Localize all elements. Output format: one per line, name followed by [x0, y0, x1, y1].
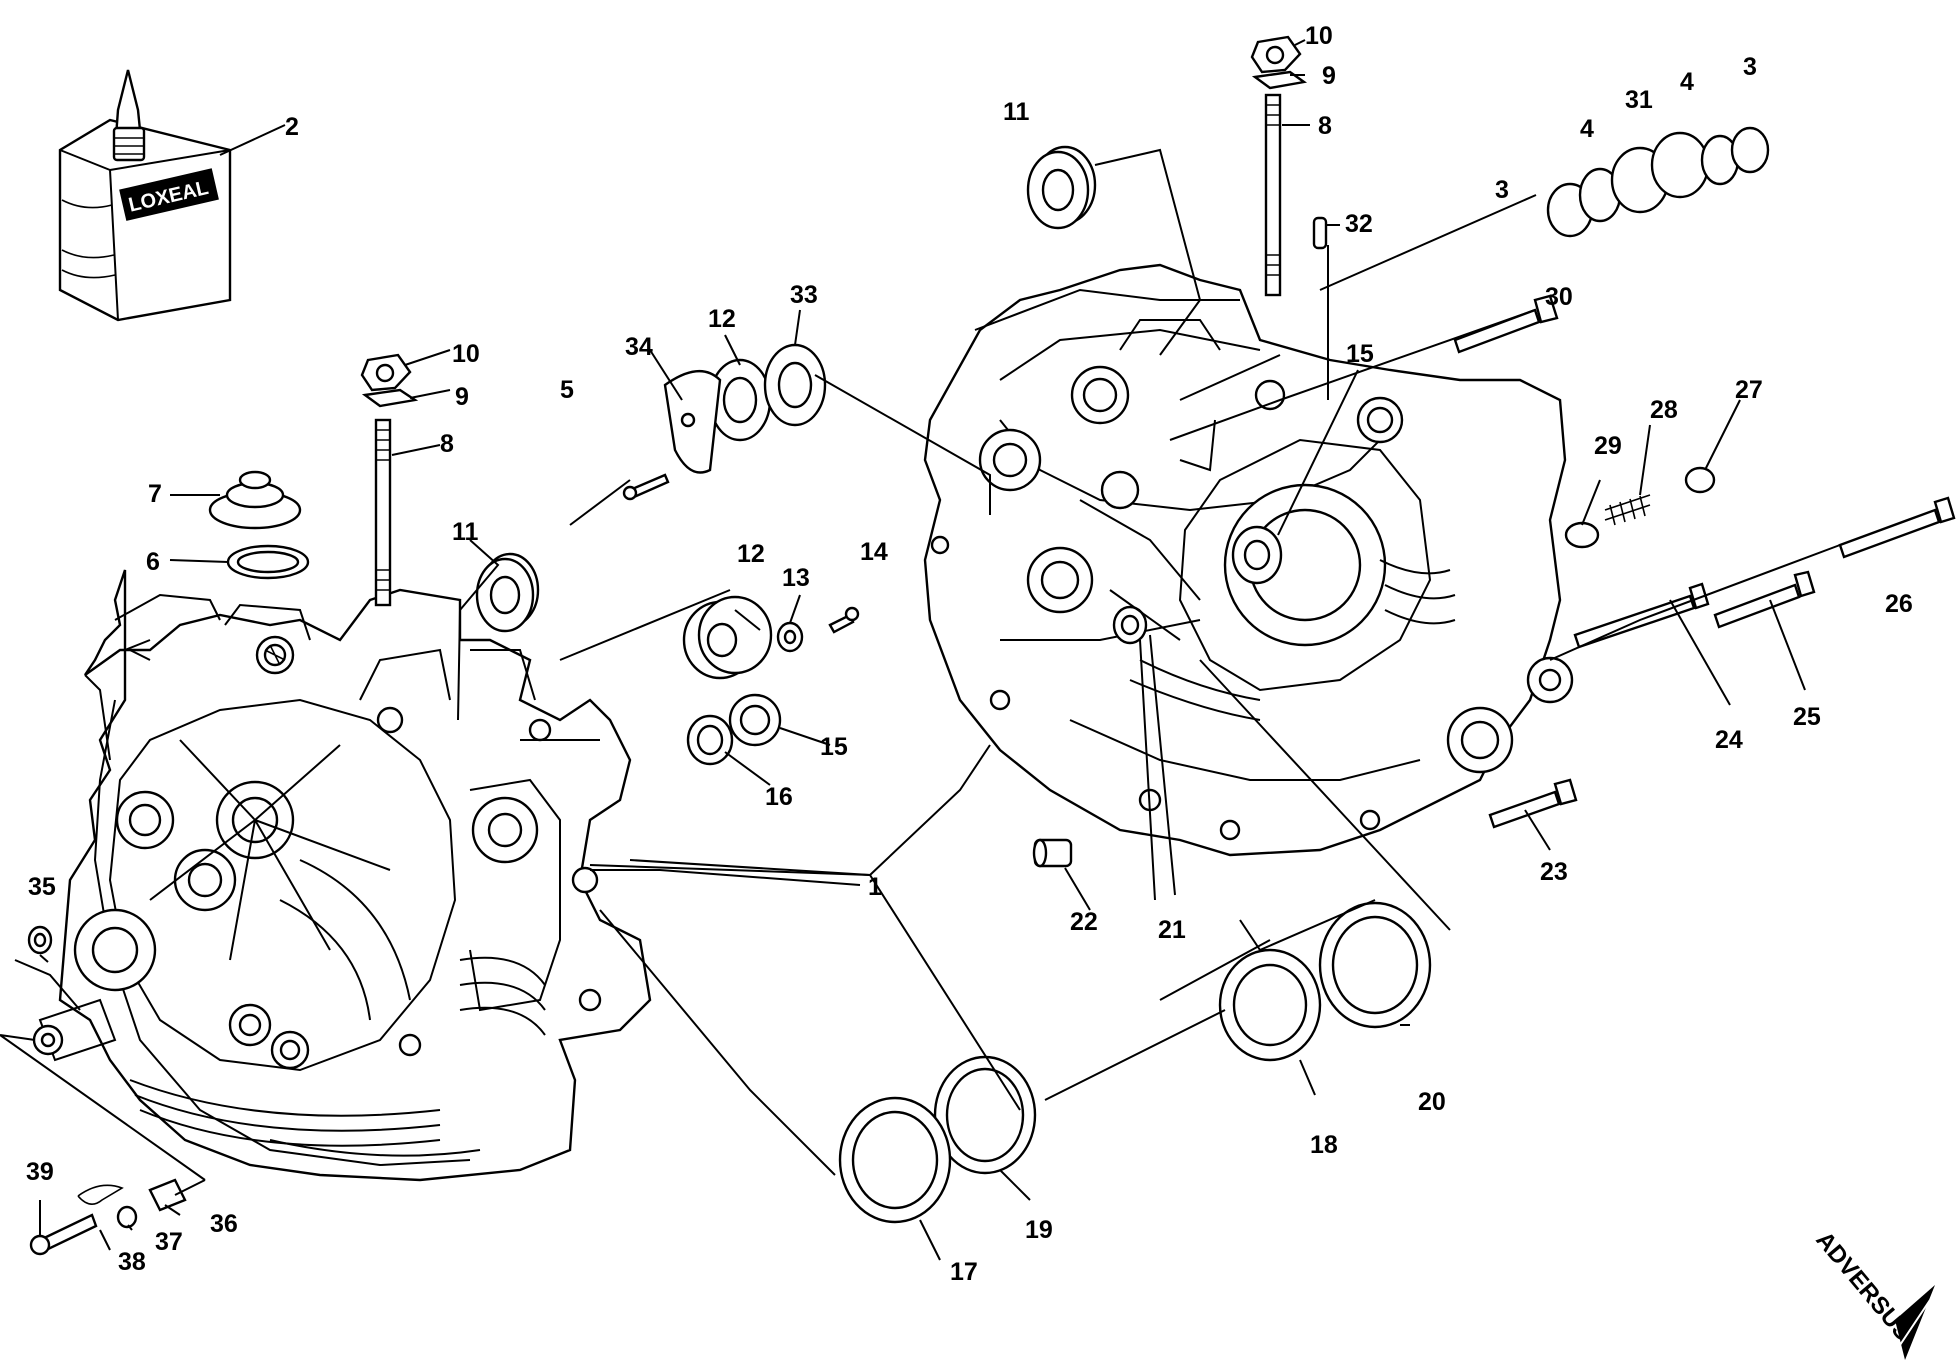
left-crankcase-half [32, 569, 652, 1182]
callout-34: 34 [625, 333, 653, 361]
sealant-bottle: LOXEAL [58, 69, 232, 322]
callout-37: 37 [155, 1228, 183, 1256]
callout-7: 7 [148, 480, 162, 508]
dowel-22 [1032, 838, 1073, 868]
bushing-21 [1112, 605, 1148, 645]
main-bearings-18-20 [1218, 901, 1432, 1062]
breather-assembly [208, 470, 310, 580]
bolt-30 [1453, 294, 1559, 354]
dowel-32 [1312, 216, 1328, 250]
bolt-26 [1838, 496, 1956, 559]
seal-15-16 [686, 693, 782, 766]
callout-12: 12 [737, 540, 765, 568]
main-bearings-17-19 [838, 1055, 1037, 1224]
callout-24: 24 [1715, 726, 1743, 754]
callout-8: 8 [1318, 112, 1332, 140]
bearing-11-left [475, 552, 540, 633]
callout-14: 14 [860, 538, 888, 566]
callout-8: 8 [440, 430, 454, 458]
callout-3: 3 [1743, 53, 1757, 81]
callout-9: 9 [1322, 62, 1336, 90]
callout-11: 11 [452, 518, 479, 546]
callout-36: 36 [210, 1210, 238, 1238]
callout-26: 26 [1885, 590, 1913, 618]
callout-4: 4 [1680, 68, 1694, 96]
callout-32: 32 [1345, 210, 1373, 238]
callout-30: 30 [1545, 283, 1573, 311]
bearing-12-lower [682, 595, 773, 680]
callout-13: 13 [782, 564, 810, 592]
callout-12: 12 [708, 305, 736, 333]
leader-lines [0, 39, 1841, 1261]
callout-15: 15 [820, 733, 848, 761]
bearing-11-right [1026, 145, 1097, 230]
left-stud-assembly [360, 353, 419, 607]
screw-5 [622, 473, 670, 501]
callout-10: 10 [452, 340, 480, 368]
callout-18: 18 [1310, 1131, 1338, 1159]
bearing-15-right [1231, 525, 1283, 585]
callout-33: 33 [790, 281, 818, 309]
callout-23: 23 [1540, 858, 1568, 886]
bolt-24 [1573, 582, 1710, 649]
callout-labels: 1 2 3 3 4 4 5 6 7 8 8 9 9 10 10 11 11 12… [26, 22, 1913, 1286]
callout-16: 16 [765, 783, 793, 811]
callout-17: 17 [950, 1258, 978, 1286]
bearing-12-33 [663, 343, 827, 474]
callout-31: 31 [1625, 86, 1653, 114]
callout-10: 10 [1305, 22, 1333, 50]
needle-bearing-31-rings-3-4 [1546, 126, 1770, 238]
adversus-watermark: ADVERSUS [1810, 1227, 1935, 1360]
callout-22: 22 [1070, 908, 1098, 936]
callout-4: 4 [1580, 115, 1594, 143]
drain-plug-parts-35-39 [27, 925, 187, 1256]
callout-25: 25 [1793, 703, 1821, 731]
bolt-25 [1713, 570, 1816, 629]
callout-19: 19 [1025, 1216, 1053, 1244]
callout-2: 2 [285, 113, 299, 141]
callout-6: 6 [146, 548, 160, 576]
callout-5: 5 [560, 376, 574, 404]
callout-29: 29 [1594, 432, 1622, 460]
callout-1: 1 [868, 873, 882, 901]
spring-plunger-27-29 [1564, 466, 1716, 549]
callout-11: 11 [1003, 98, 1030, 126]
callout-27: 27 [1735, 376, 1763, 404]
washer-13-screw-14 [776, 606, 860, 653]
callout-39: 39 [26, 1158, 54, 1186]
callout-35: 35 [28, 873, 56, 901]
callout-9: 9 [455, 383, 469, 411]
callout-21: 21 [1158, 916, 1186, 944]
callout-15: 15 [1346, 340, 1374, 368]
callout-20: 20 [1418, 1088, 1446, 1116]
callout-38: 38 [118, 1248, 146, 1276]
bolt-23 [1488, 778, 1578, 829]
callout-3: 3 [1495, 176, 1509, 204]
callout-28: 28 [1650, 396, 1678, 424]
